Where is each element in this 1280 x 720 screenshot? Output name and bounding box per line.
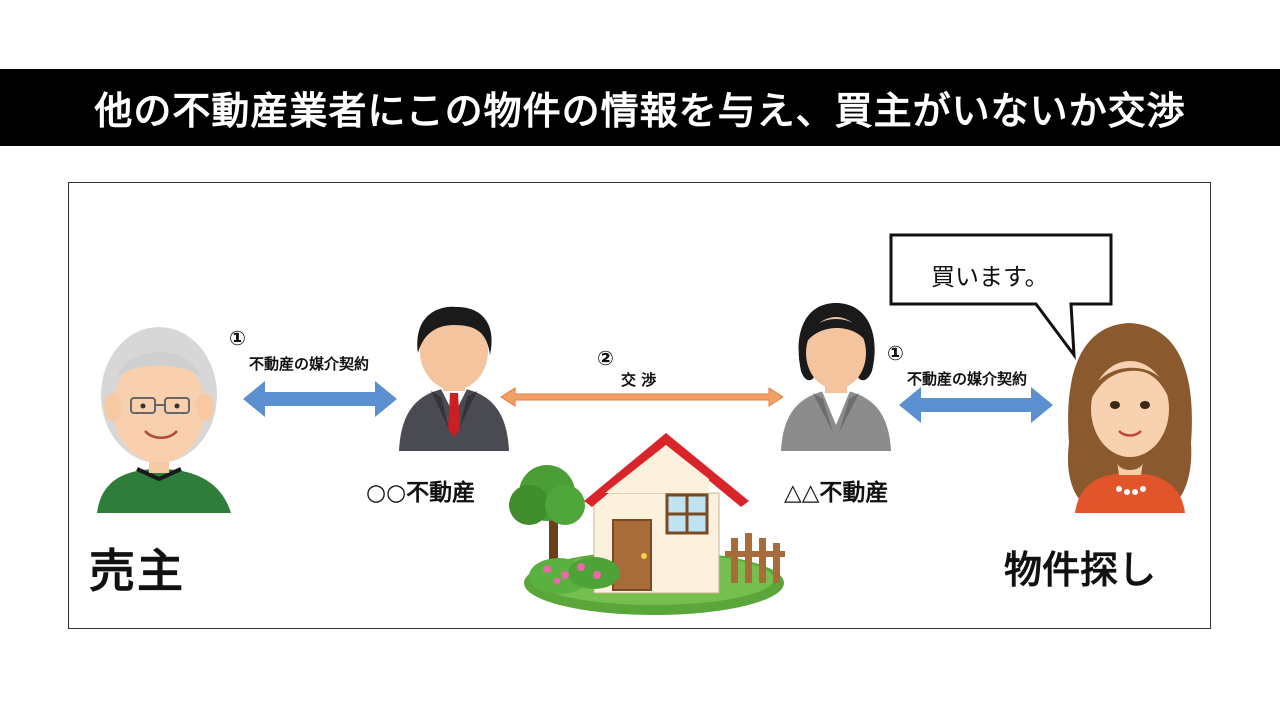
agent-right-figure	[781, 303, 891, 451]
page-title: 他の不動産業者にこの物件の情報を与え、買主がいないか交渉	[94, 89, 1186, 133]
speech-bubble	[889, 233, 1113, 360]
house-illustration	[509, 433, 785, 615]
buyer-label: 物件探し	[1004, 548, 1157, 592]
seller-label: 売主	[89, 544, 185, 598]
negotiation-arrow	[500, 387, 784, 407]
agent-left-label: ○○不動産	[366, 480, 476, 506]
right-contract-label: 不動産の媒介契約	[907, 370, 1028, 388]
diagram-frame: ① 不動産の媒介契約 ② 交 渉 ① 不動産の媒介契約 ○○不動産 △△不動産 …	[68, 182, 1211, 629]
seller-figure	[97, 327, 231, 513]
right-contract-number: ①	[887, 341, 904, 365]
agent-right-label: △△不動産	[784, 480, 889, 506]
diagram-canvas	[97, 233, 1192, 615]
left-contract-arrow	[243, 381, 397, 417]
title-bar: 他の不動産業者にこの物件の情報を与え、買主がいないか交渉	[0, 69, 1280, 146]
speech-bubble-text: 買います。	[931, 263, 1049, 291]
negotiation-label: 交 渉	[621, 371, 657, 389]
negotiation-number: ②	[597, 346, 614, 370]
left-contract-number: ①	[229, 326, 246, 350]
right-contract-arrow	[899, 387, 1053, 423]
buyer-figure	[1067, 323, 1192, 513]
agent-left-figure	[399, 306, 509, 451]
left-contract-label: 不動産の媒介契約	[249, 355, 370, 373]
